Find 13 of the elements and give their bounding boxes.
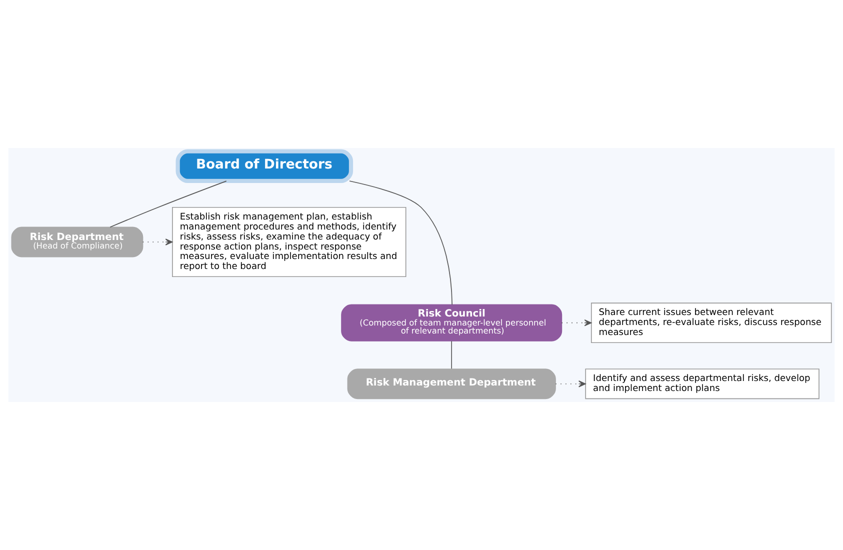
arrow	[555, 380, 586, 388]
node-box: Board of Directors	[176, 149, 354, 184]
connector	[110, 180, 227, 228]
node-box: Establish risk management plan, establish management procedures and methods, identify risks, assess risks, examine the adequacy of response action plans, inspect response measures, evaluate implementation results and report to the board	[172, 206, 406, 278]
connector	[451, 340, 452, 370]
node-box: Identify and assess departmental risks, develop and implement action plans	[585, 368, 820, 400]
node-box: Risk Council (Composed of team manager-level personnel of relevant departments)	[341, 304, 562, 342]
arrow	[142, 238, 173, 246]
connector	[349, 180, 452, 306]
node-box: Share current issues between relevant departments, re-evaluate risks, discuss response measures	[590, 302, 832, 344]
node-box: Risk Department (Head of Compliance)	[11, 226, 144, 258]
arrow	[561, 319, 592, 326]
node-box: Risk Management Department	[347, 368, 556, 400]
